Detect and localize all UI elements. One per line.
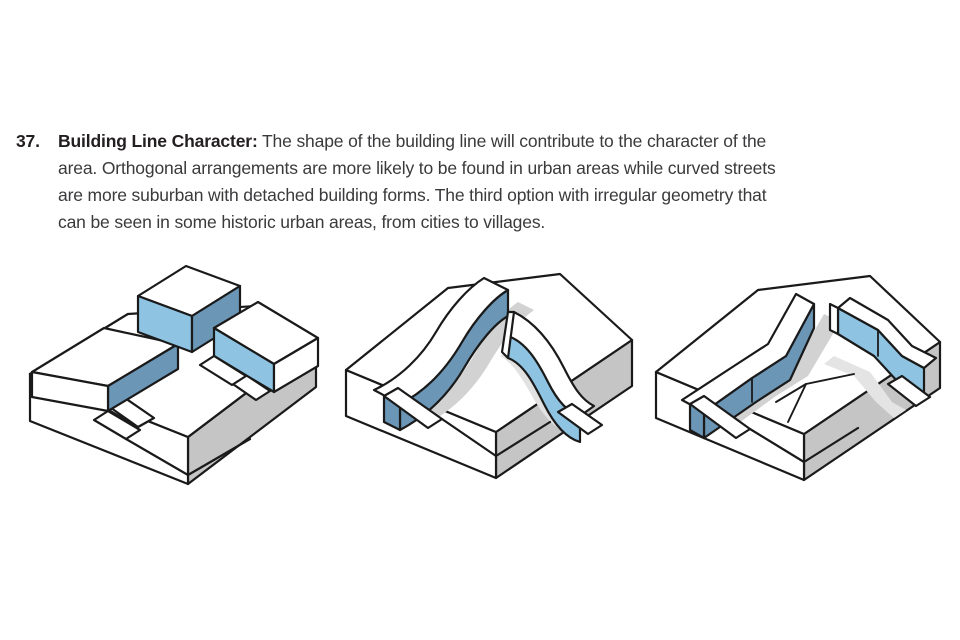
diagram-irregular-svg — [654, 274, 942, 482]
diagram-curved — [336, 252, 648, 500]
diagram-orthogonal-svg — [28, 264, 320, 486]
kinked-wall-right-roof — [836, 296, 938, 370]
plate-inner-ridge — [440, 417, 552, 458]
plate-inner-ridge-a — [748, 426, 860, 464]
building-right-end — [272, 336, 320, 394]
entry-text: The shape of the building line will cont… — [58, 131, 776, 232]
plate-wedge-right — [198, 354, 248, 387]
street-notch-right — [556, 402, 604, 436]
figure-row — [0, 252, 960, 502]
entry-number: 37. — [16, 131, 40, 151]
kink-shadow-right — [824, 356, 906, 418]
entry-body: Building Line Character: The shape of th… — [58, 128, 776, 236]
diagram-curved-svg — [344, 272, 634, 480]
diagram-orthogonal — [18, 252, 338, 500]
street-notch-right — [886, 374, 932, 408]
entry-title: Building Line Character: — [58, 131, 258, 151]
curved-wall-left-roof — [372, 276, 510, 406]
plate-inner-ridge-c — [787, 383, 807, 423]
curved-wall-right-roof — [506, 310, 596, 418]
curved-wall-right-cap — [500, 310, 516, 360]
forecourt-edge — [124, 437, 252, 477]
kinked-wall-right-cap — [828, 302, 840, 336]
numbered-entry: 37. Building Line Character: The shape o… — [16, 128, 776, 236]
kinked-wall-left-roof — [680, 292, 816, 414]
diagram-irregular — [648, 252, 960, 500]
